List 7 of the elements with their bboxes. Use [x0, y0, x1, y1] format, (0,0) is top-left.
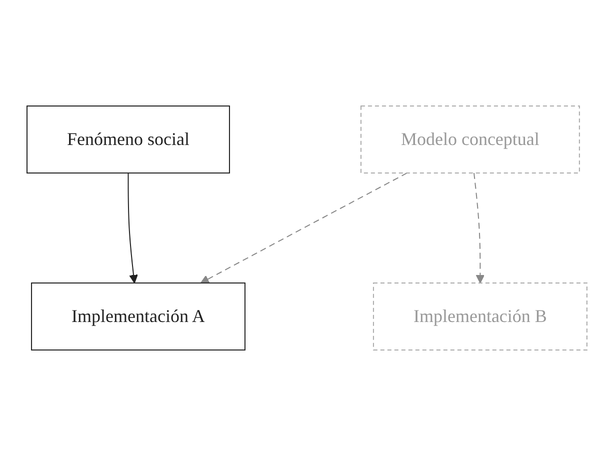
node-box: Implementación B — [373, 282, 588, 350]
arrow — [128, 172, 138, 284]
arrow — [474, 172, 485, 284]
node-box: Modelo conceptual — [360, 106, 580, 174]
node-box: Implementación A — [31, 282, 246, 350]
arrow — [200, 172, 408, 284]
node-box: Fenómeno social — [26, 106, 230, 174]
